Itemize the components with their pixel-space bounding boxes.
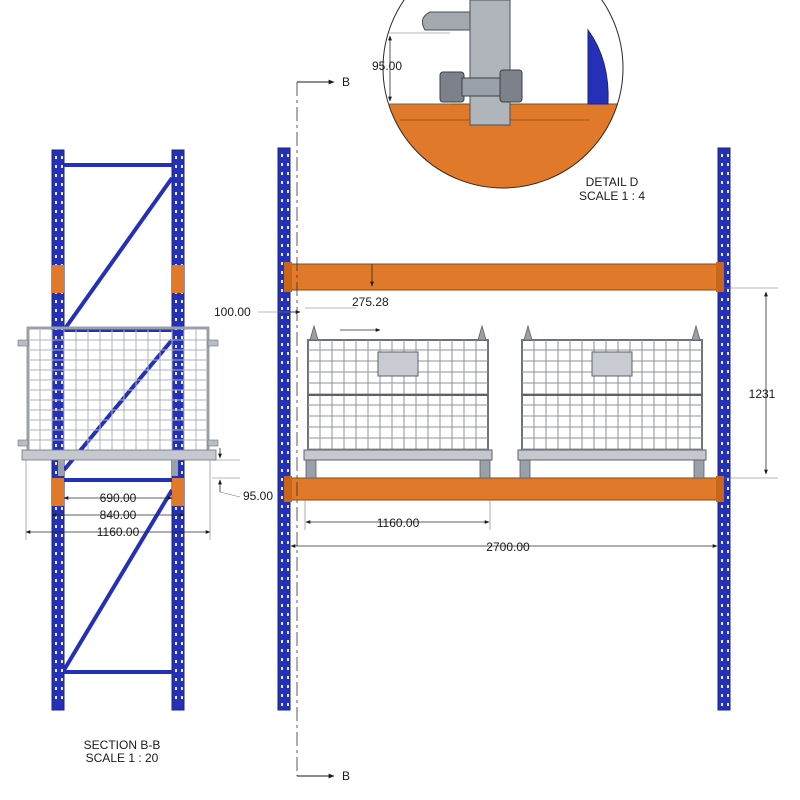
section-upright-holes [55, 156, 183, 699]
section-title: SECTION B-B [84, 738, 161, 752]
detail-d-outline [382, 0, 624, 189]
section-marker-bottom: B [342, 769, 350, 783]
front-dim-1160: 1160.00 [377, 516, 420, 530]
section-b-b-view [17, 149, 219, 711]
section-dim-95: 95.00 [243, 489, 273, 503]
front-dim-100: 100.00 [214, 305, 251, 319]
front-cage-left [303, 324, 493, 479]
front-view [277, 147, 731, 711]
section-marker-top: B [342, 75, 350, 89]
section-cage [17, 326, 219, 476]
section-dim-1160: 1160.00 [97, 525, 140, 539]
detail-upright [587, 28, 609, 105]
detail-dim-95 [388, 32, 450, 105]
section-beam-connector [52, 265, 64, 293]
front-cage-right [517, 324, 707, 479]
detail-dim-95-label: 95.00 [372, 59, 402, 73]
front-upright-right [717, 147, 731, 711]
section-dimensions [25, 448, 241, 540]
detail-d-view [383, 0, 623, 188]
section-scale: SCALE 1 : 20 [86, 751, 159, 765]
front-dim-1231: 1231 [749, 387, 776, 401]
section-dim-690: 690.00 [100, 491, 137, 505]
front-beam-top [289, 263, 719, 291]
section-bracing [62, 163, 174, 674]
front-upright-holes [281, 154, 729, 706]
front-beam-bottom [289, 477, 719, 501]
front-dim-2700: 2700.00 [486, 540, 530, 554]
front-dim-275: 275.28 [352, 295, 389, 309]
front-upright-left [277, 147, 291, 711]
detail-d-scale: SCALE 1 : 4 [579, 189, 645, 203]
detail-nut [499, 69, 523, 103]
detail-d-title: DETAIL D [586, 175, 639, 189]
section-dim-840: 840.00 [100, 508, 137, 522]
front-dimensions [258, 264, 778, 548]
detail-bolt-head [439, 71, 465, 103]
section-cut-line [296, 79, 335, 779]
